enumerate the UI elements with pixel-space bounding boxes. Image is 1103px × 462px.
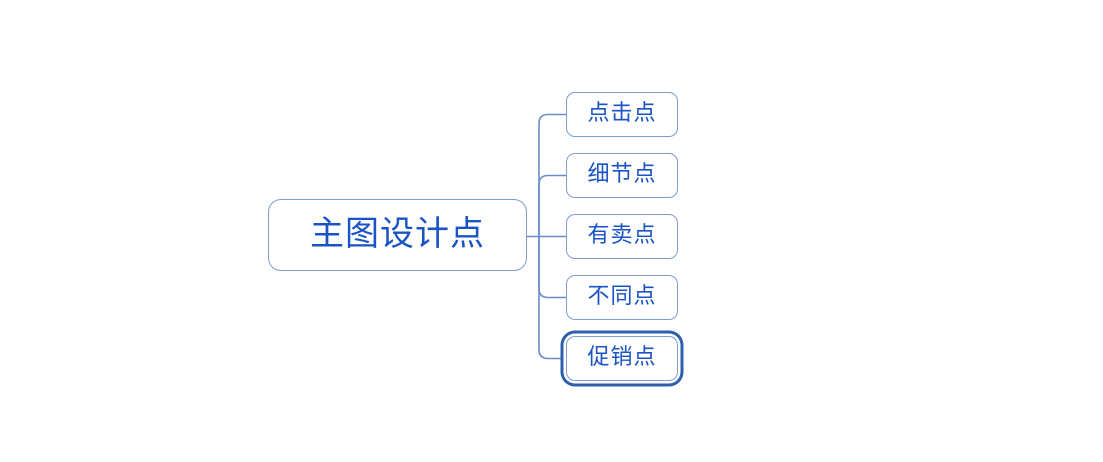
child-node-label: 细节点 — [587, 161, 657, 187]
child-node-4[interactable]: 不同点 — [566, 275, 678, 320]
connector-branch-4 — [538, 235, 567, 299]
child-node-5-selected[interactable]: 促销点 — [566, 336, 678, 381]
child-node-2[interactable]: 细节点 — [566, 153, 678, 198]
connector-branch-5 — [538, 235, 567, 360]
root-node-label: 主图设计点 — [310, 214, 485, 254]
child-node-3[interactable]: 有卖点 — [566, 214, 678, 259]
child-node-label: 有卖点 — [587, 222, 657, 248]
connector-branch-2 — [538, 174, 567, 238]
child-node-label: 不同点 — [587, 283, 657, 309]
root-node[interactable]: 主图设计点 — [268, 199, 527, 271]
child-node-1[interactable]: 点击点 — [566, 92, 678, 137]
child-node-label: 点击点 — [587, 100, 657, 126]
connector-branch-1 — [538, 113, 567, 238]
child-node-label: 促销点 — [587, 344, 657, 370]
